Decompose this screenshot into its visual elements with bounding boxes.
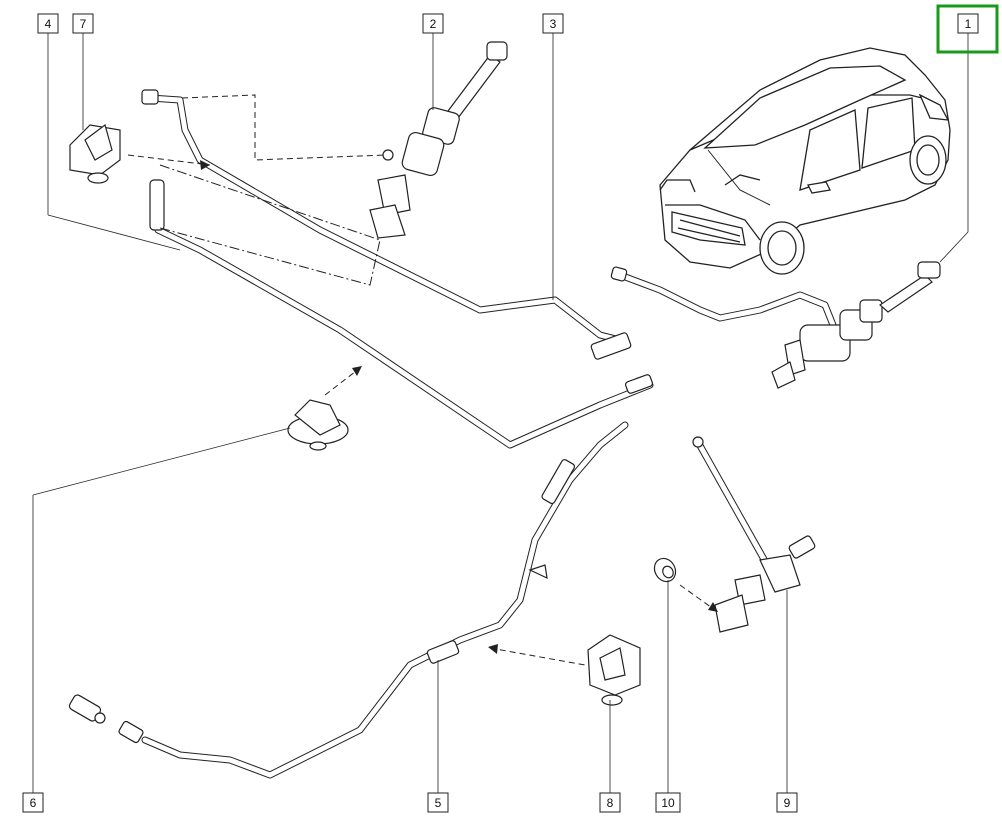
callout-1-label: 1: [965, 17, 972, 31]
pipe-5: [68, 421, 629, 779]
callout-4-label: 4: [45, 17, 52, 31]
callout-10-label: 10: [661, 796, 675, 810]
pipe-4: [149, 179, 654, 449]
assembly-guide-line: [679, 584, 716, 611]
slave-cylinder-9: [692, 436, 816, 633]
callout-6-label: 6: [30, 796, 37, 810]
assembly-guide-line: [489, 647, 586, 666]
pipe-3: [141, 89, 632, 360]
callout-1[interactable]: 1: [957, 13, 979, 34]
callout-8[interactable]: 8: [599, 792, 621, 813]
assembly-guide-line: [181, 94, 386, 161]
callout-8-label: 8: [607, 796, 614, 810]
callout-5-label: 5: [435, 796, 442, 810]
callout-5[interactable]: 5: [427, 792, 449, 813]
callout-7[interactable]: 7: [72, 13, 94, 34]
clip-7: [69, 123, 121, 184]
arrow-icon: [708, 602, 718, 612]
grommet-6: [287, 399, 349, 451]
assembly-guide-line: [159, 164, 381, 286]
arrow-icon: [352, 366, 362, 376]
highlight-frame: [936, 4, 999, 54]
callout-4[interactable]: 4: [37, 13, 59, 34]
assembly-guide-line: [324, 367, 361, 396]
clip-10: [653, 557, 677, 583]
assembly-guide-line: [127, 154, 211, 166]
callout-3[interactable]: 3: [542, 13, 564, 34]
arrow-icon: [200, 160, 210, 170]
callout-7-label: 7: [80, 17, 87, 31]
callout-10[interactable]: 10: [655, 792, 681, 813]
callout-3-label: 3: [550, 17, 557, 31]
leader-lines: [32, 33, 969, 793]
arrow-icon: [488, 644, 498, 654]
callout-9[interactable]: 9: [776, 792, 798, 813]
callout-6[interactable]: 6: [22, 792, 44, 813]
callout-9-label: 9: [784, 796, 791, 810]
callout-2[interactable]: 2: [422, 13, 444, 34]
master-cylinder-2: [369, 41, 508, 239]
master-cylinder-assembly-1: [610, 261, 941, 389]
clip-8: [587, 634, 641, 706]
callout-2-label: 2: [430, 17, 437, 31]
car-illustration: [659, 47, 951, 275]
